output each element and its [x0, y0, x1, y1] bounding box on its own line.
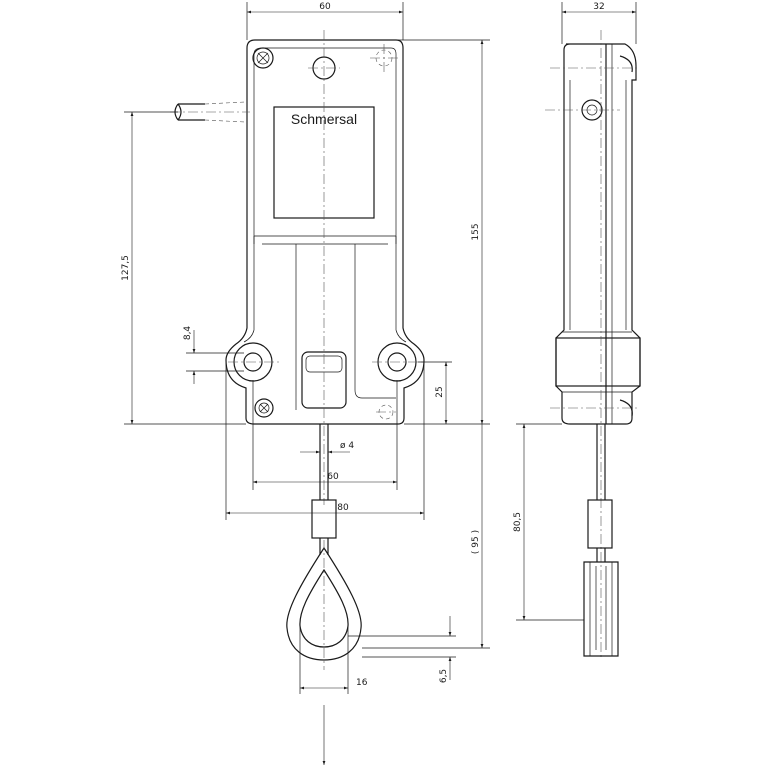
screw-bottom-left-icon: [254, 398, 274, 418]
dim-side-cable-length: 80,5: [513, 512, 523, 532]
cable-stub: [170, 101, 250, 123]
dim-thimble-width: 16: [356, 678, 368, 688]
mount-hole-left-icon: [228, 342, 280, 382]
screw-top-left-icon: [252, 47, 274, 69]
dim-height-cable: 127,5: [121, 255, 131, 281]
side-wire-rope: [583, 424, 619, 657]
mount-hole-right-icon: [372, 342, 426, 382]
dim-overall-width: 80: [337, 503, 349, 513]
dim-mount-hole: 8,4: [183, 326, 193, 341]
wire-rope: [311, 424, 337, 555]
dim-side-width: 32: [593, 2, 604, 12]
front-view: Schmersal: [170, 30, 426, 670]
hole-top-right-icon: [370, 44, 398, 72]
hole-bottom-right-icon: [376, 404, 396, 420]
housing-inner-outline: [262, 47, 407, 343]
housing-outline: [225, 39, 425, 425]
dim-mount-spacing: 60: [327, 472, 339, 482]
dimensions: 60 32 155 127,5 8,4 25 ø 4 60: [121, 2, 637, 765]
dim-width-top: 60: [319, 2, 331, 12]
dim-lower-offset: 25: [435, 386, 445, 397]
rope-thimble: [286, 546, 362, 661]
brand-label: Schmersal: [291, 111, 357, 127]
dim-loop-length: ( 95 ): [471, 530, 481, 554]
side-housing-outline: [555, 43, 641, 425]
side-mount-band: [555, 337, 641, 387]
dim-cable-dia: ø 4: [340, 441, 354, 451]
side-view: [545, 30, 641, 660]
housing-channel: [253, 235, 397, 410]
dim-thimble-height: 6,5: [439, 669, 449, 683]
dim-height-total: 155: [471, 223, 481, 240]
